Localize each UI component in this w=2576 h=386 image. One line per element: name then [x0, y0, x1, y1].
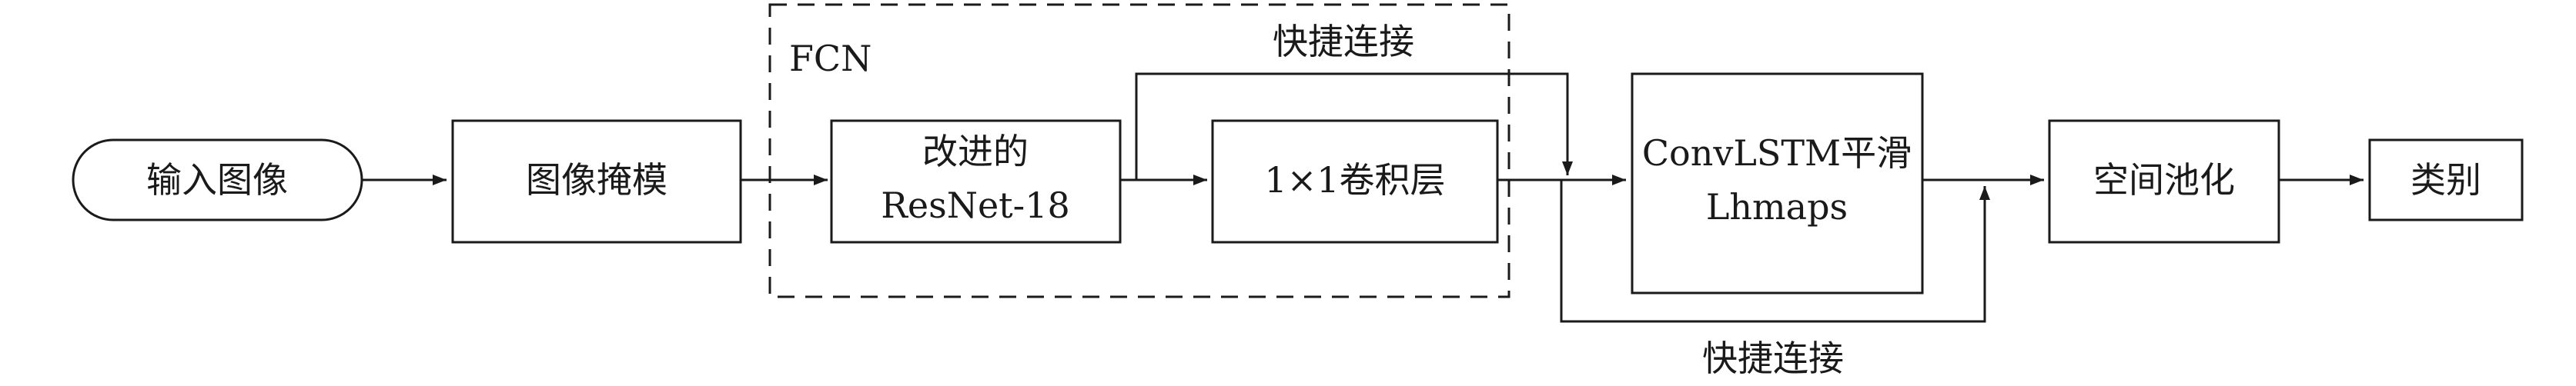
node-category-label: 类别: [2410, 159, 2481, 201]
shortcut-bottom-label: 快捷连接: [1702, 338, 1844, 379]
node-input-image-label: 输入图像: [146, 159, 288, 201]
node-image-mask-label: 图像掩模: [526, 159, 667, 201]
node-convlstm-line2: Lhmaps: [1706, 186, 1848, 228]
node-image-mask: [451, 119, 742, 244]
node-convlstm-line1: ConvLSTM平滑: [1642, 132, 1912, 174]
node-improved-resnet-line1: 改进的: [922, 131, 1029, 172]
edge-shortcut-bottom: [1560, 180, 1990, 323]
node-spatial-pooling-label: 空间池化: [2093, 159, 2235, 201]
node-convlstm: [1631, 72, 1924, 294]
node-improved-resnet-line2: ResNet-18: [881, 185, 1070, 226]
node-conv1x1-label: 1×1卷积层: [1264, 159, 1445, 201]
node-input-image: [72, 138, 363, 221]
edge-shortcut-top: [1135, 72, 1573, 180]
fcn-group-border: [768, 3, 1510, 298]
fcn-group-label: FCN: [789, 38, 871, 79]
node-spatial-pooling: [2048, 119, 2280, 244]
node-conv1x1: [1211, 119, 1499, 244]
node-category: [2368, 138, 2524, 221]
node-improved-resnet: [830, 119, 1122, 244]
shortcut-top-label: 快捷连接: [1273, 21, 1414, 62]
